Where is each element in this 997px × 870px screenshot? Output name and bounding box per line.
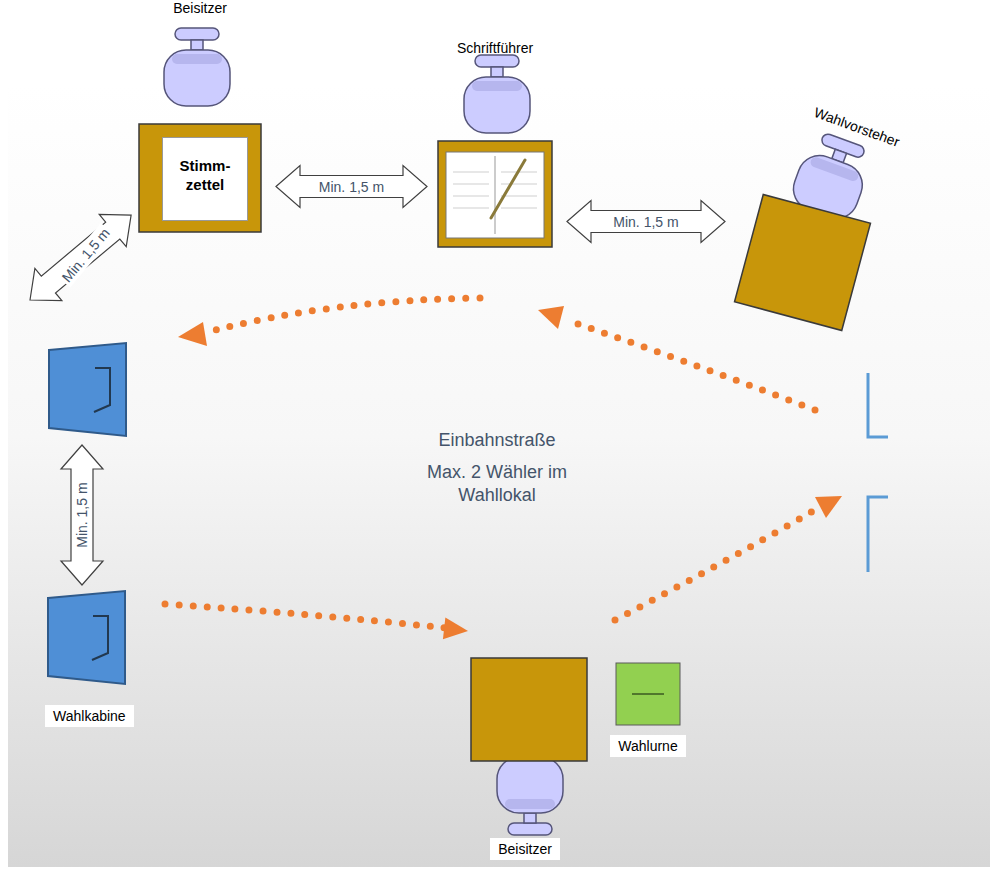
flow-path xyxy=(208,298,815,620)
connector xyxy=(165,604,468,639)
flow-path xyxy=(165,604,446,628)
node-outline xyxy=(437,140,553,248)
door-frame xyxy=(868,373,888,437)
distance-arrow-shape xyxy=(276,166,427,208)
booth-curtain xyxy=(92,616,108,660)
book-line xyxy=(453,184,489,185)
distance-label: Min. 1,5 m xyxy=(57,223,116,288)
book-spine xyxy=(495,156,496,234)
node-outline xyxy=(470,657,588,762)
voting-booth xyxy=(49,343,126,436)
door-frame xyxy=(868,497,888,572)
node-outline xyxy=(615,662,681,726)
desk: Wahlvorsteher xyxy=(735,195,870,330)
floor-ground xyxy=(8,85,990,867)
ballot-paper: Stimm- zettel xyxy=(162,137,248,221)
distance-label: Min. 1,5 m xyxy=(317,179,386,195)
distance-arrow xyxy=(567,201,725,243)
paper-sheet xyxy=(163,138,248,221)
flow-arrowhead xyxy=(443,617,468,639)
chair xyxy=(497,757,563,835)
node-outline xyxy=(735,195,870,330)
desk-top xyxy=(735,195,871,331)
desk-top xyxy=(471,658,587,761)
role-label: Schriftführer xyxy=(457,40,533,56)
book xyxy=(446,152,544,238)
distance-arrow xyxy=(61,445,103,585)
book-line xyxy=(453,196,489,197)
role-label: Wahlkabine xyxy=(45,705,134,727)
desk-top xyxy=(438,141,552,247)
urn-slot xyxy=(632,693,664,695)
booth-curtain xyxy=(94,368,110,412)
distance-arrow xyxy=(276,166,427,208)
flow-arrowhead xyxy=(178,306,842,518)
distance-label: Min. 1,5 m xyxy=(611,214,680,230)
urn-body xyxy=(616,663,680,725)
chair xyxy=(164,28,230,106)
role-label: Wahlvorsteher xyxy=(812,104,902,150)
note-text: Max. 2 Wähler im Wahllokal xyxy=(407,461,587,508)
role-label: Wahlurne xyxy=(610,735,685,757)
desk: Schriftführer xyxy=(437,140,553,248)
distance-arrow-shape xyxy=(567,201,725,243)
desk: Beisitzer xyxy=(470,657,588,762)
role-label: Beisitzer xyxy=(490,838,560,860)
book-line xyxy=(501,208,537,209)
book-line xyxy=(453,208,489,209)
note-text: Einbahnstraße xyxy=(438,429,555,452)
node-text: Stimm- zettel xyxy=(162,137,248,195)
desk-top xyxy=(139,124,261,232)
pen xyxy=(491,160,525,218)
ballot-urn: Wahlurne xyxy=(615,662,681,726)
book-line xyxy=(453,172,489,173)
desk: BeisitzerStimm- zettel xyxy=(138,123,262,233)
distance-arrow xyxy=(17,199,145,316)
node-outline xyxy=(45,590,127,685)
booth-body xyxy=(48,591,125,684)
voting-booth: Wahlkabine xyxy=(45,590,127,685)
role-label: Beisitzer xyxy=(173,0,227,16)
book-line xyxy=(501,184,537,185)
chair xyxy=(464,55,530,133)
book-line xyxy=(501,196,537,197)
distance-label: Min. 1,5 m xyxy=(73,480,91,549)
